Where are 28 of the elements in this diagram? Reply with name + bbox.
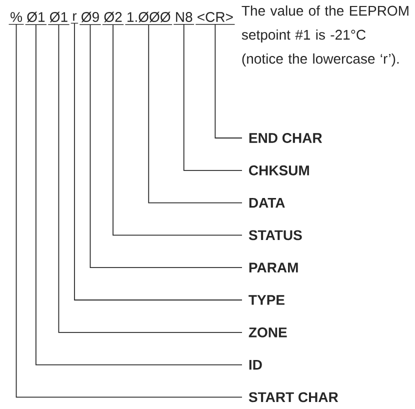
field-label: CHKSUM [249,165,309,176]
field-label: TYPE [248,295,284,305]
leader-line [183,24,242,171]
underlined-code: N8 [173,12,194,25]
underlined-code: Ø2 [102,12,124,25]
underlined-code: <CR> [195,12,236,25]
leader-line [214,24,242,138]
field-label: ID [249,360,262,370]
leader-line [16,24,242,398]
leader-line [112,24,242,236]
leader-line [90,24,242,268]
description-text: The value of the EEPROM setpoint #1 is -21°C (notice the lowercase ‘r’). [242,5,408,66]
leader-line [58,24,242,333]
field-label: DATA [249,198,285,208]
field-label: END CHAR [249,133,322,143]
underlined-code: % [8,12,24,25]
leader-line [74,22,242,300]
leader-line [148,24,242,204]
underlined-code: Ø1 [25,12,47,25]
leader-line [35,24,242,366]
underlined-code: r [70,13,78,24]
field-label: STATUS [248,230,302,240]
field-label: PARAM [249,262,298,272]
underlined-code: Ø9 [79,12,102,25]
field-label: ZONE [248,327,287,338]
underlined-code: 1.ØØØ [124,12,172,25]
field-label: START CHAR [248,392,338,402]
underlined-code: Ø1 [48,12,70,25]
